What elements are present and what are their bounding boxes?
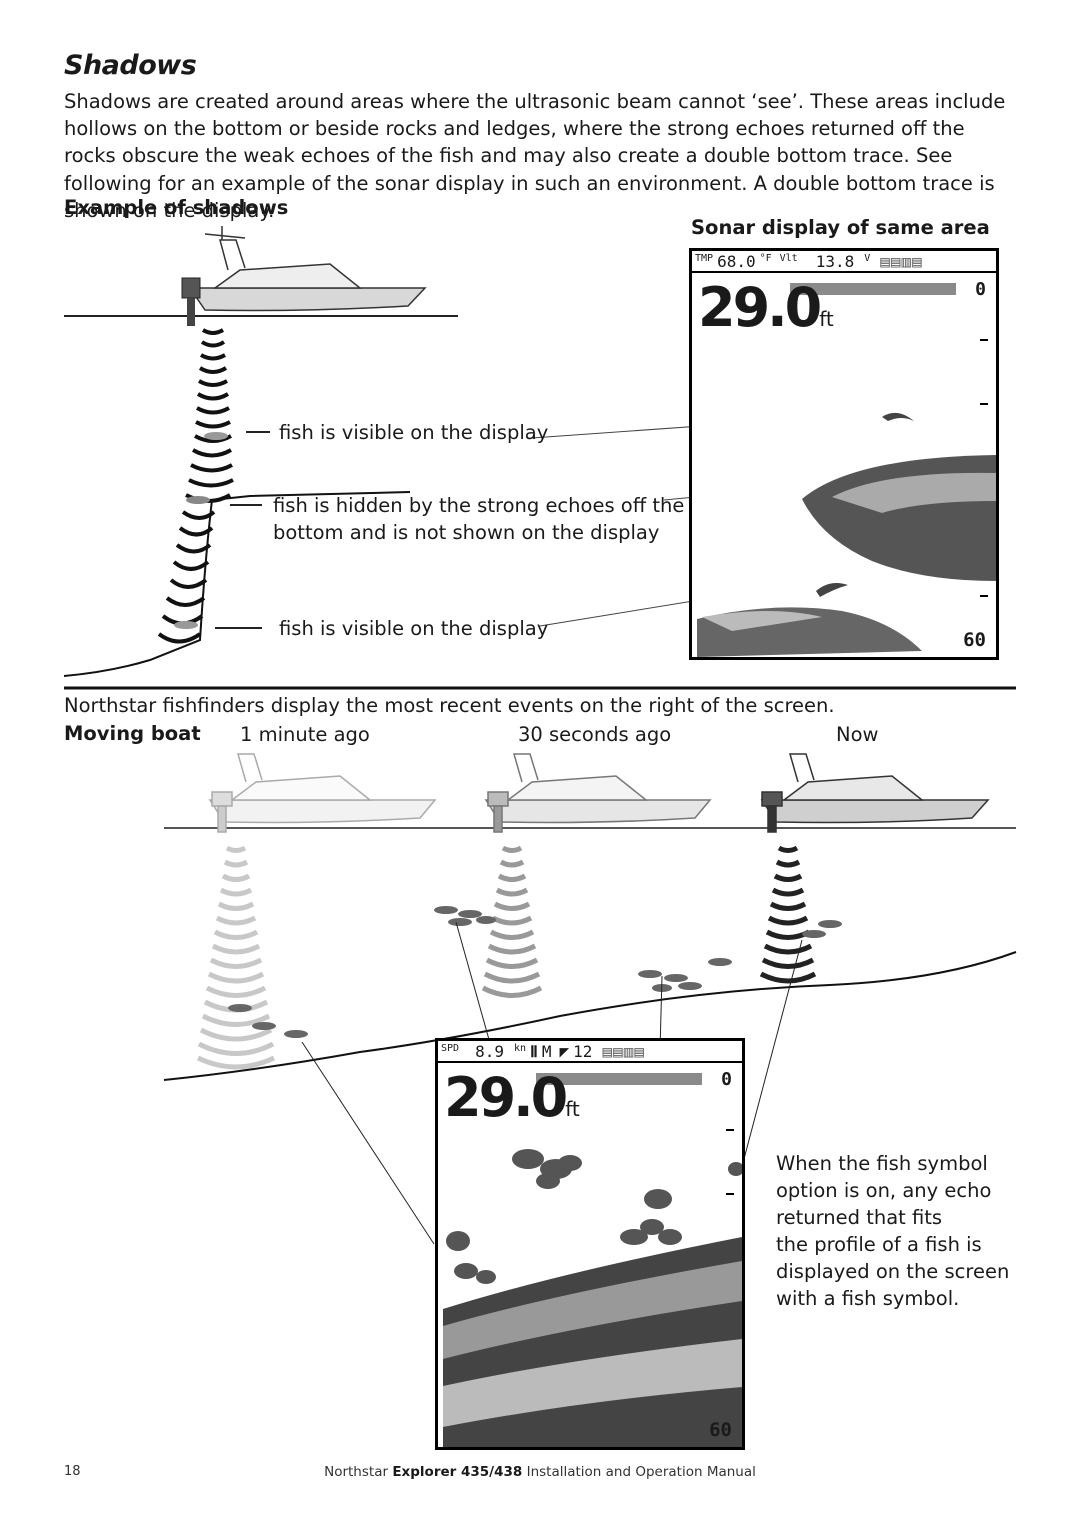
fish-echo-icon [882,412,914,421]
sonar-display-bottom: SPD 8.9 kn Ⅱ M ◤ 12 ▤▤▥▤ 29.0ft 0 60 [435,1038,745,1450]
gain-icon: ◤ [559,1041,570,1061]
depth-scale-bar [536,1073,702,1085]
footer-model: Explorer 435/438 [392,1464,523,1480]
fish-symbol-icon [446,1149,742,1284]
spd-label: SPD [441,1043,460,1054]
range-bottom: 60 [963,629,986,651]
status-icons: ▤▤▥▤ [602,1041,645,1061]
tmp-value: 68.0 [717,251,756,271]
label-fish-hidden-line2: bottom and is not shown on the display [273,521,660,544]
sonar-status-bar: TMP 68.0 °F Vlt 13.8 V ▤▤▥▤ [692,251,996,273]
volt-unit: V [864,253,871,264]
depth-readout: 29.0ft [698,276,834,339]
tmp-unit: °F [759,253,772,264]
status-icons: ▤▤▥▤ [880,251,923,271]
sonar-display-top: TMP 68.0 °F Vlt 13.8 V ▤▤▥▤ 29.0ft 0 60 [689,248,999,660]
intro-paragraph: Shadows are created around areas where t… [64,90,1006,222]
time-label-now: Now [836,723,879,746]
time-label-1min: 1 minute ago [240,723,370,746]
boat-icon [208,753,437,833]
sonar-beam-icon [759,845,817,984]
mode-icon: Ⅱ [530,1041,538,1061]
note-line: When the fish symbol [776,1152,988,1175]
range-bottom: 60 [709,1419,732,1441]
note-line: the profile of a fish is [776,1233,982,1256]
footer-brand: Northstar [324,1464,389,1480]
sonar-beam-icon [196,845,276,1070]
depth-scale-bar [790,283,956,295]
fish-icon [204,432,228,440]
gain-value: 12 [573,1041,593,1061]
fish-echo-icon [816,583,848,597]
boat-icon [181,226,427,326]
example-heading: Example of shadows [64,196,289,219]
page-number: 18 [64,1464,81,1479]
note-line: with a fish symbol. [776,1287,960,1310]
sonar-echo-image [443,1149,742,1447]
fish-symbol-note: When the fish symbol option is on, any e… [776,1150,1016,1312]
footer-text: Northstar Explorer 435/438 Installation … [0,1464,1080,1480]
sonar-status-bar: SPD 8.9 kn Ⅱ M ◤ 12 ▤▤▥▤ [438,1041,742,1063]
spd-unit: kn [513,1043,527,1054]
note-line: option is on, any echo [776,1179,992,1202]
boat-icon [484,753,712,833]
mode-value: M [541,1041,552,1061]
label-fish-visible-top: fish is visible on the display [279,421,549,444]
time-label-30s: 30 seconds ago [518,723,672,746]
note-line: returned that fits [776,1206,943,1229]
recent-events-note: Northstar fishfinders display the most r… [64,694,835,717]
note-line: displayed on the screen [776,1260,1010,1283]
scale-tick [980,403,988,405]
label-fish-hidden-line1: fish is hidden by the strong echoes off … [273,494,685,517]
scale-tick [980,339,988,341]
page-title: Shadows [64,50,197,81]
fish-icon [174,621,198,629]
scale-tick [726,1129,734,1131]
range-top: 0 [975,279,986,300]
tmp-label: TMP [695,253,714,264]
volt-label: Vlt [779,253,798,264]
sonar-heading: Sonar display of same area [691,216,990,239]
range-top: 0 [721,1069,732,1090]
scale-tick [726,1193,734,1195]
scale-tick [980,595,988,597]
label-fish-visible-bottom: fish is visible on the display [279,617,549,640]
sonar-echo-image [697,412,996,657]
volt-value: 13.8 [815,251,855,271]
spd-value: 8.9 [475,1041,504,1061]
fish-icon [186,496,210,504]
moving-boat-heading: Moving boat [64,722,201,745]
sonar-beam-icon [481,845,543,998]
footer-doc: Installation and Operation Manual [526,1464,756,1480]
boat-icon [760,753,990,833]
depth-readout: 29.0ft [444,1066,580,1129]
fish-school-icon [228,906,842,1038]
